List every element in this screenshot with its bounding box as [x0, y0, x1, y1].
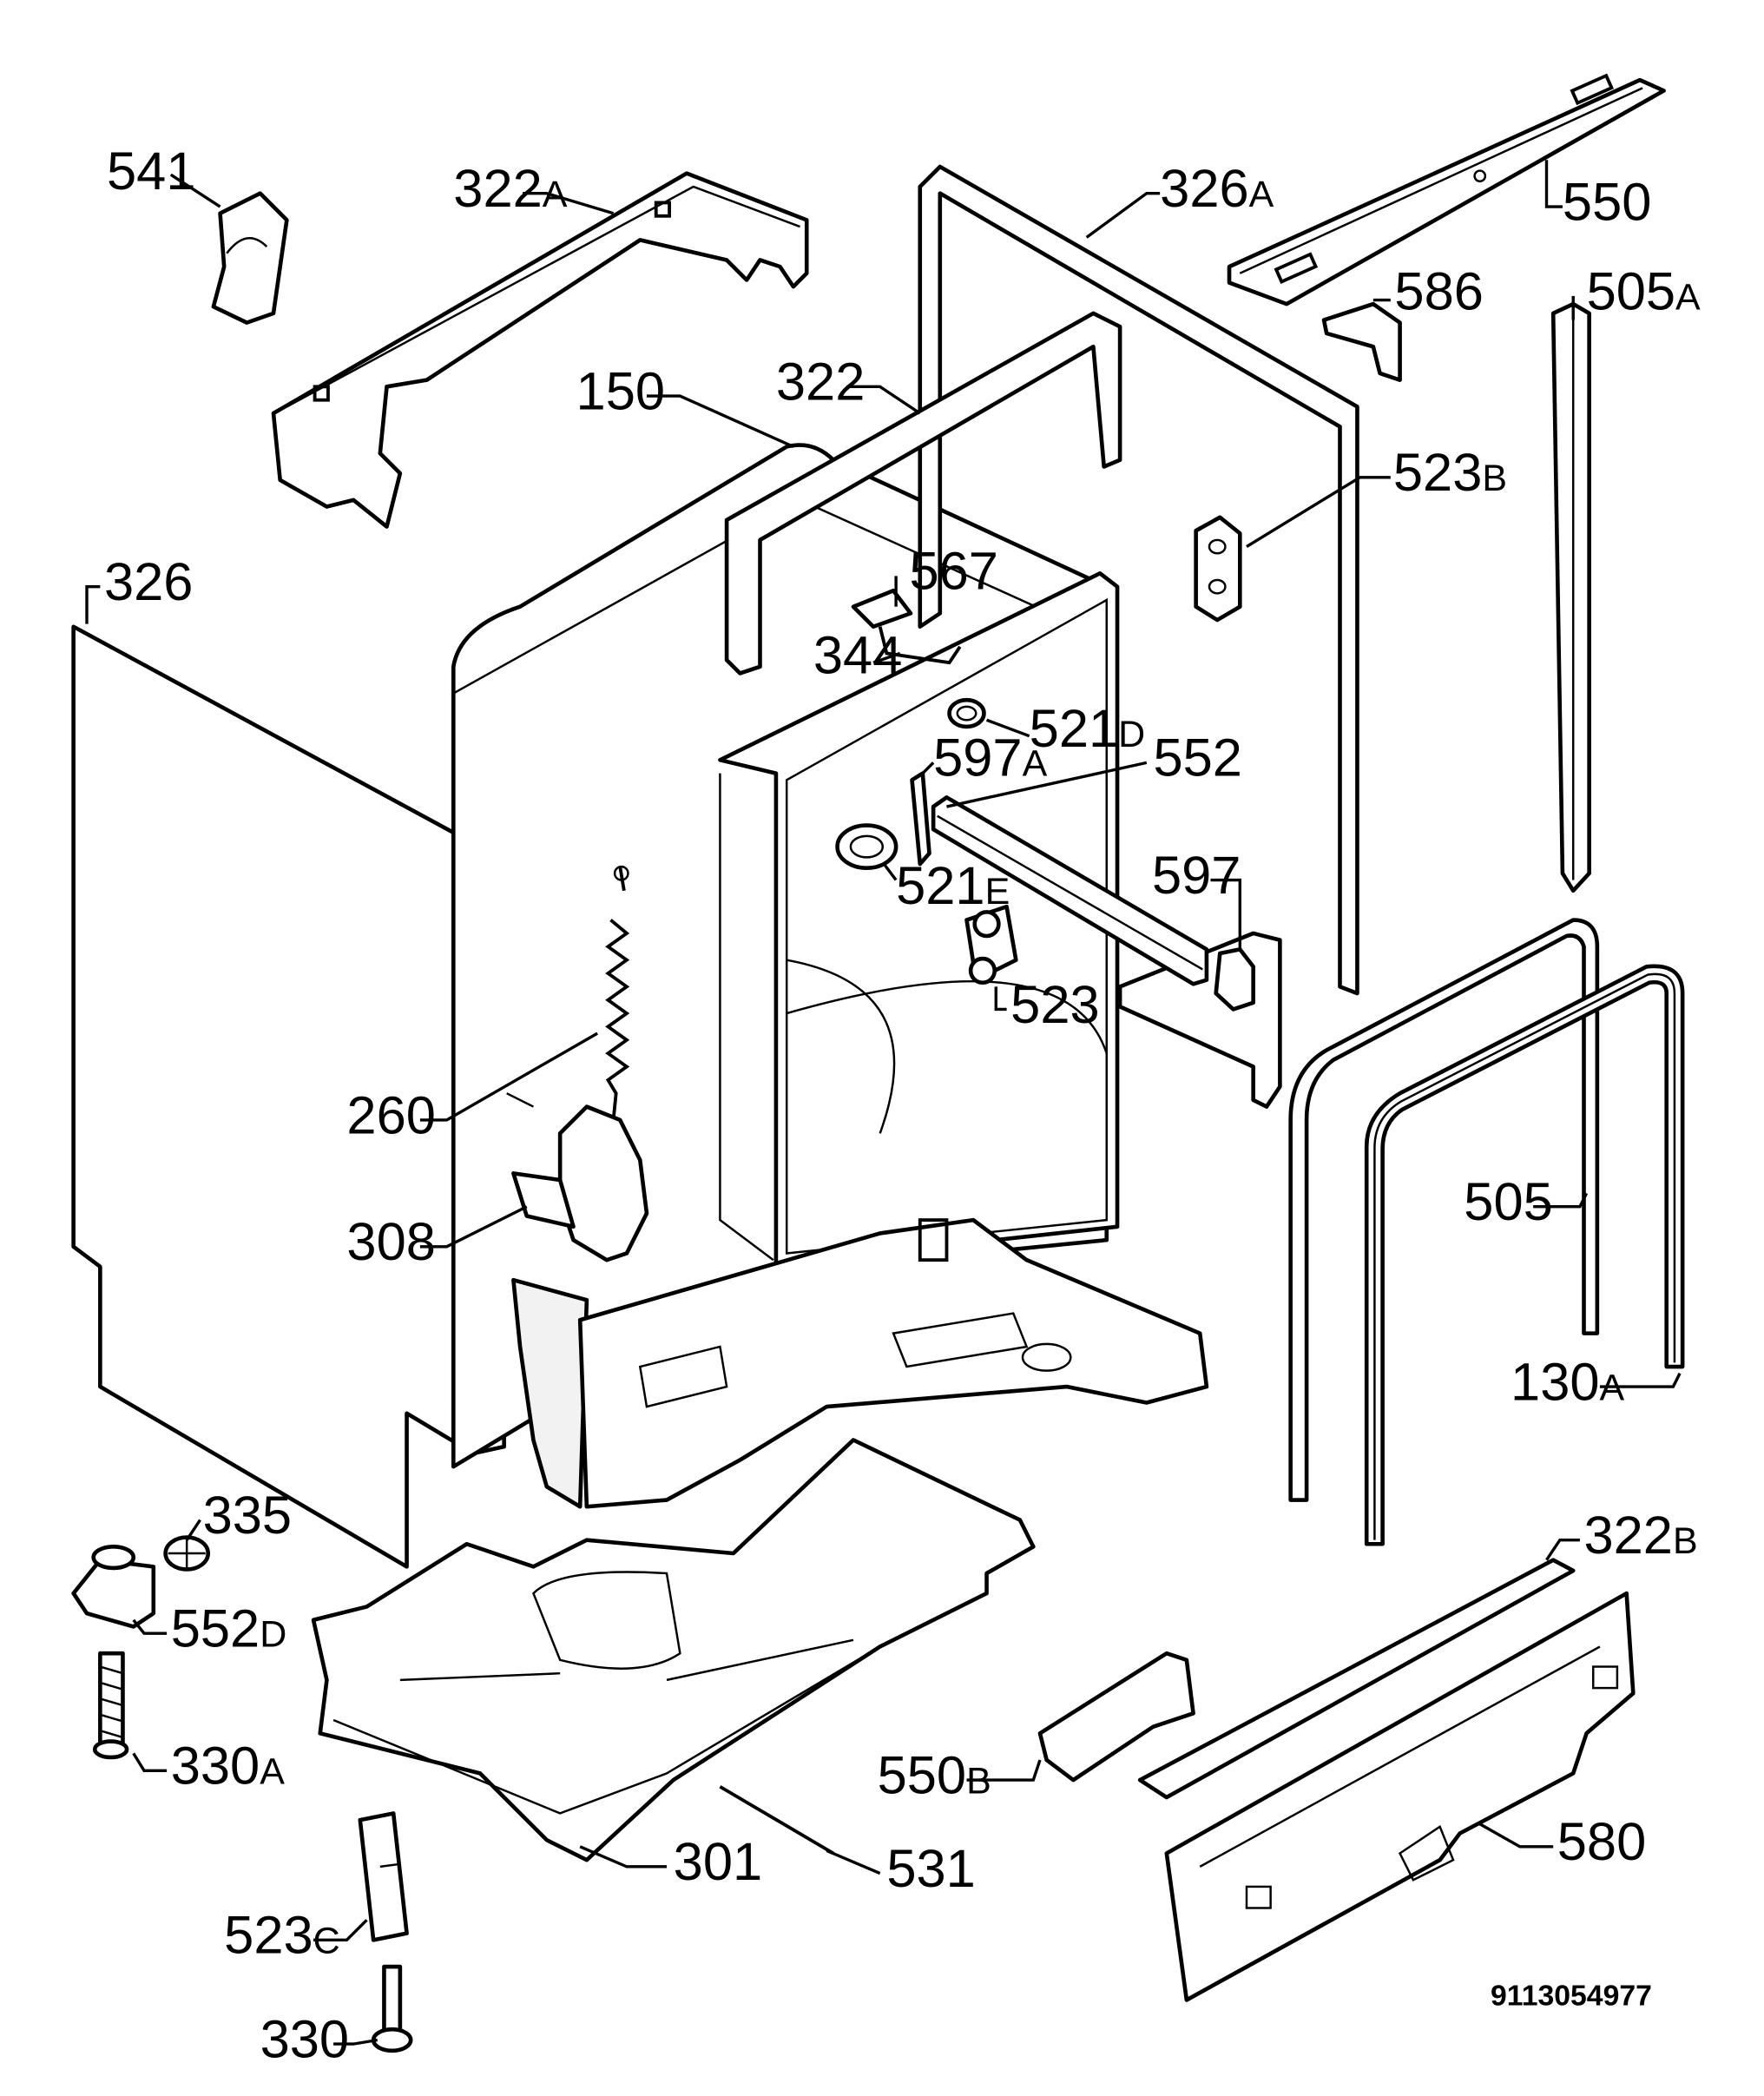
part-597a-clip [910, 771, 931, 867]
part-322b-rail [1137, 1558, 1576, 1800]
part-330-screw [371, 1964, 413, 2053]
callout-150: 150 [576, 361, 665, 421]
callout-550: 550 [1563, 172, 1651, 232]
callout-597: 597 [1152, 846, 1241, 906]
part-521d-grommet [947, 697, 986, 729]
callout-labels: 541 322A 326A 550 586 505A 150 322 523B … [104, 142, 1701, 2069]
part-523b-grommet [1194, 515, 1242, 623]
document-number: 9113054977 [1491, 1980, 1652, 2013]
callout-550b: 550B [878, 1745, 991, 1805]
callout-344: 344 [813, 625, 902, 685]
callout-326: 326 [104, 552, 193, 612]
part-541-clip [211, 191, 289, 325]
callout-322b: 322B [1584, 1506, 1698, 1565]
part-550b-bracket [1037, 1651, 1195, 1783]
part-322a-top-rail [271, 171, 809, 529]
part-260-spring [605, 865, 630, 1121]
tub-front-frame [718, 571, 1120, 1267]
callout-330a: 330A [171, 1737, 285, 1796]
callout-521e: 521E [896, 856, 1010, 916]
part-523c-bracket [358, 1811, 409, 1942]
callout-308: 308 [346, 1212, 435, 1272]
part-335-gear [163, 1535, 211, 1572]
leader-lines [85, 160, 1682, 2046]
callout-531: 531 [886, 1839, 975, 1899]
part-505a-seal-strip [1550, 301, 1591, 893]
part-552d-motor [71, 1545, 156, 1629]
part-301-base-pan [311, 1438, 1036, 1862]
callout-580: 580 [1557, 1812, 1646, 1872]
part-130a-seal [1364, 964, 1685, 1546]
part-531-rod [719, 1785, 834, 1855]
part-597-clip [1214, 947, 1255, 1012]
callout-523: 523 [1010, 975, 1099, 1035]
part-326-side-panel [71, 624, 506, 1569]
callout-523b: 523B [1393, 443, 1507, 503]
callout-322: 322 [776, 353, 865, 412]
callout-301: 301 [674, 1832, 762, 1892]
callout-505a: 505A [1587, 261, 1701, 321]
callout-505: 505 [1464, 1172, 1552, 1232]
part-523-fitting [964, 904, 1018, 985]
callout-330: 330 [260, 2009, 349, 2069]
part-580-kickplate [1164, 1591, 1636, 2002]
part-505-seal [1288, 918, 1600, 1502]
part-586-bracket [1321, 301, 1402, 382]
callout-335: 335 [203, 1486, 292, 1546]
callout-567: 567 [909, 542, 997, 602]
callout-260: 260 [346, 1085, 435, 1145]
base-frame-assembly [511, 1217, 1209, 1509]
callout-541: 541 [107, 142, 195, 201]
callout-130a: 130A [1511, 1352, 1624, 1412]
part-322-frame [724, 311, 1122, 676]
callout-521d: 521D [1030, 699, 1146, 759]
callout-322a: 322A [453, 159, 567, 219]
callout-523c: 523C [224, 1906, 340, 1966]
part-330a-bolt [92, 1651, 129, 1760]
callout-552: 552 [1153, 728, 1241, 788]
part-552-rail [931, 794, 1209, 986]
part-550-top-plate [1227, 73, 1666, 306]
part-521e-ring [835, 823, 898, 870]
part-308-hinge [511, 1104, 649, 1262]
callout-326a: 326A [1160, 159, 1274, 219]
callout-552d: 552D [171, 1598, 287, 1658]
callout-586: 586 [1394, 261, 1483, 321]
callout-597a: 597A [933, 728, 1047, 788]
